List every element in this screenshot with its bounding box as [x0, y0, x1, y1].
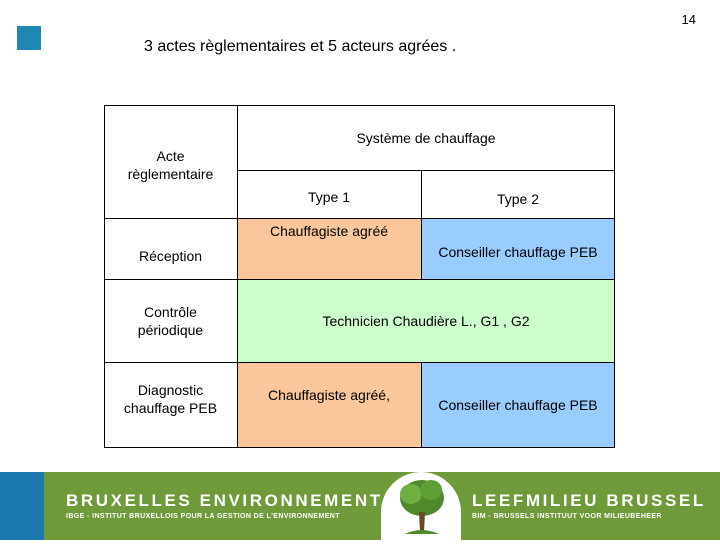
footer-sub-fr: IBGE - INSTITUT BRUXELLOIS POUR LA GESTI… — [66, 513, 340, 520]
hline-row3 — [104, 362, 615, 363]
corner-square-decoration — [17, 26, 41, 50]
reception-type1-text: Chauffagiste agréé — [269, 223, 389, 239]
actors-table: Acte règlementaire Système de chauffage … — [104, 105, 615, 448]
diagnostic-label: Diagnostic chauffage PEB — [123, 382, 218, 416]
header-type2-label: Type 2 — [496, 191, 540, 207]
row-controle-label: Contrôle périodique — [104, 279, 237, 362]
vline-col2-bottom — [421, 362, 422, 448]
footer-name-nl: LEEFMILIEU BRUSSEL — [472, 491, 706, 510]
diagnostic-type2: Conseiller chauffage PEB — [421, 362, 615, 448]
controle-merged: Technicien Chaudière L., G1 , G2 — [237, 279, 615, 362]
hline-under-system — [237, 170, 615, 171]
row-diagnostic-label: Diagnostic chauffage PEB — [104, 362, 237, 448]
header-acte-label: Acte règlementaire — [127, 147, 214, 182]
reception-type2: Conseiller chauffage PEB — [421, 218, 615, 279]
footer-banner: BRUXELLES ENVIRONNEMENT IBGE - INSTITUT … — [0, 472, 720, 540]
reception-label: Réception — [138, 247, 203, 264]
footer-blue-block — [0, 472, 44, 540]
reception-type2-text: Conseiller chauffage PEB — [438, 243, 598, 260]
logo-badge — [381, 472, 461, 540]
border-right — [614, 105, 615, 448]
slide-title: 3 actes règlementaires et 5 acteurs agré… — [144, 38, 457, 55]
diagnostic-type1-text: Chauffagiste agréé, — [268, 387, 390, 403]
diagnostic-type2-text: Conseiller chauffage PEB — [438, 397, 598, 413]
header-acte: Acte règlementaire — [104, 105, 237, 218]
header-type1-label: Type 1 — [307, 189, 351, 205]
row-reception-label: Réception — [104, 218, 237, 279]
tree-icon — [400, 480, 444, 534]
vline-col2-top — [421, 170, 422, 279]
hline-row1 — [104, 218, 615, 219]
vline-col1 — [237, 105, 238, 448]
header-type2: Type 2 — [421, 170, 615, 218]
footer-sub-nl: BIM - BRUSSELS INSTITUUT VOOR MILIEUBEHE… — [472, 513, 662, 520]
controle-merged-text: Technicien Chaudière L., G1 , G2 — [322, 312, 530, 329]
footer-name-fr: BRUXELLES ENVIRONNEMENT — [66, 491, 383, 510]
header-system-label: Système de chauffage — [356, 129, 496, 146]
border-top — [104, 105, 615, 106]
header-type1: Type 1 — [237, 170, 421, 218]
border-bottom — [104, 447, 615, 448]
diagnostic-type1: Chauffagiste agréé, — [237, 362, 421, 448]
header-system: Système de chauffage — [237, 105, 615, 170]
border-left — [104, 105, 105, 448]
page-number: 14 — [681, 12, 696, 27]
reception-type1: Chauffagiste agréé — [237, 218, 421, 279]
hline-row2 — [104, 279, 615, 280]
controle-label: Contrôle périodique — [137, 303, 204, 338]
